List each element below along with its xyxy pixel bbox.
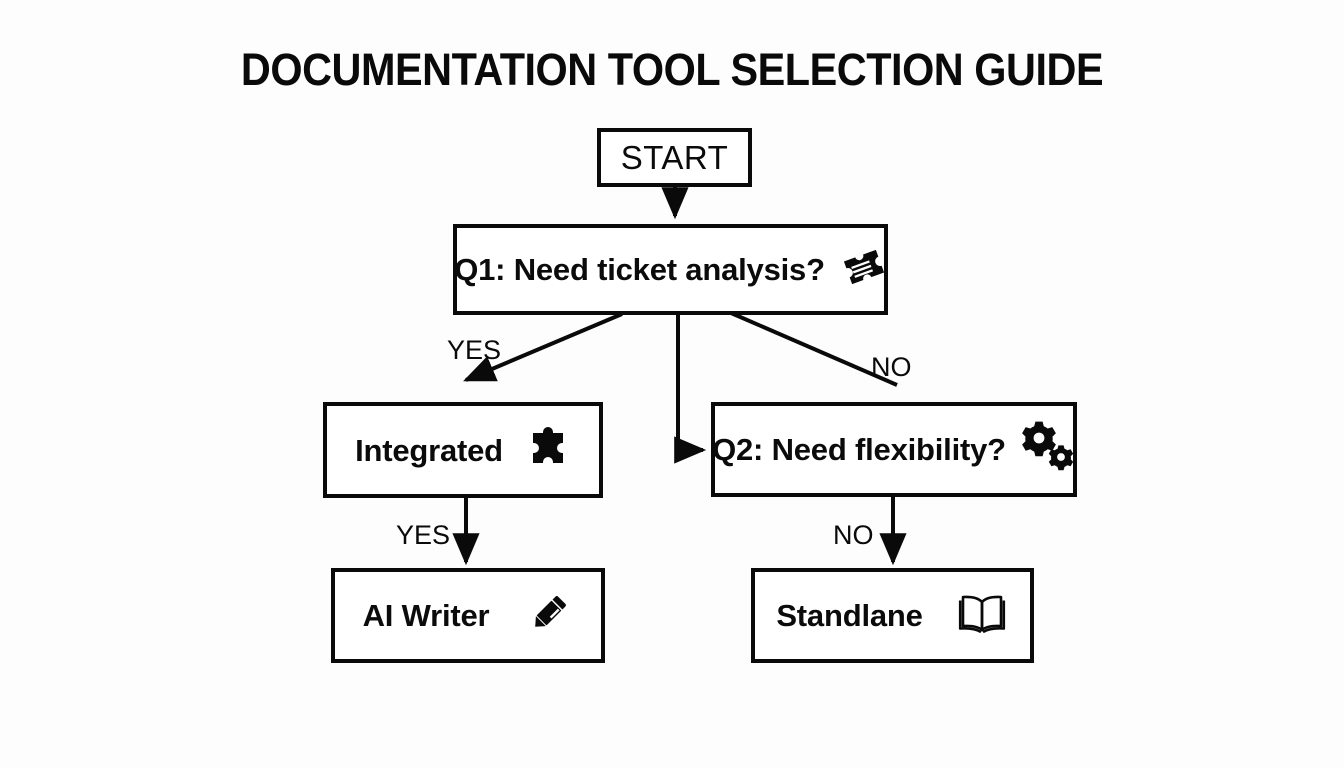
node-standlane[interactable]: Standlane <box>751 568 1034 663</box>
edge-label-q2-no: NO <box>833 520 874 550</box>
edge-label-integrated-yes: YES <box>396 520 451 550</box>
open-book-icon <box>955 590 1009 641</box>
node-start-label: START <box>620 139 729 176</box>
node-q2[interactable]: Q2: Need flexibility? <box>711 402 1077 497</box>
edge-label-q1-no: NO <box>871 352 912 382</box>
edge-label-q1-yes: YES <box>447 335 502 365</box>
node-integrated-label: Integrated <box>355 432 503 468</box>
node-q1-label: Q1: Need ticket analysis? <box>454 252 825 287</box>
gears-icon <box>1020 421 1076 478</box>
pencil-icon <box>525 589 573 642</box>
node-start[interactable]: START <box>597 128 752 187</box>
node-ai-writer-label: AI Writer <box>362 598 490 633</box>
node-integrated[interactable]: Integrated <box>323 402 603 498</box>
node-standlane-label: Standlane <box>776 598 923 633</box>
ticket-icon <box>841 246 887 293</box>
node-q1[interactable]: Q1: Need ticket analysis? <box>453 224 888 315</box>
node-q2-label: Q2: Need flexibility? <box>712 432 1006 467</box>
page-title: DOCUMENTATION TOOL SELECTION GUIDE <box>240 44 1104 95</box>
puzzle-piece-icon <box>525 425 571 476</box>
node-ai-writer[interactable]: AI Writer <box>331 568 605 663</box>
edge-q1-to-q2 <box>674 314 707 464</box>
